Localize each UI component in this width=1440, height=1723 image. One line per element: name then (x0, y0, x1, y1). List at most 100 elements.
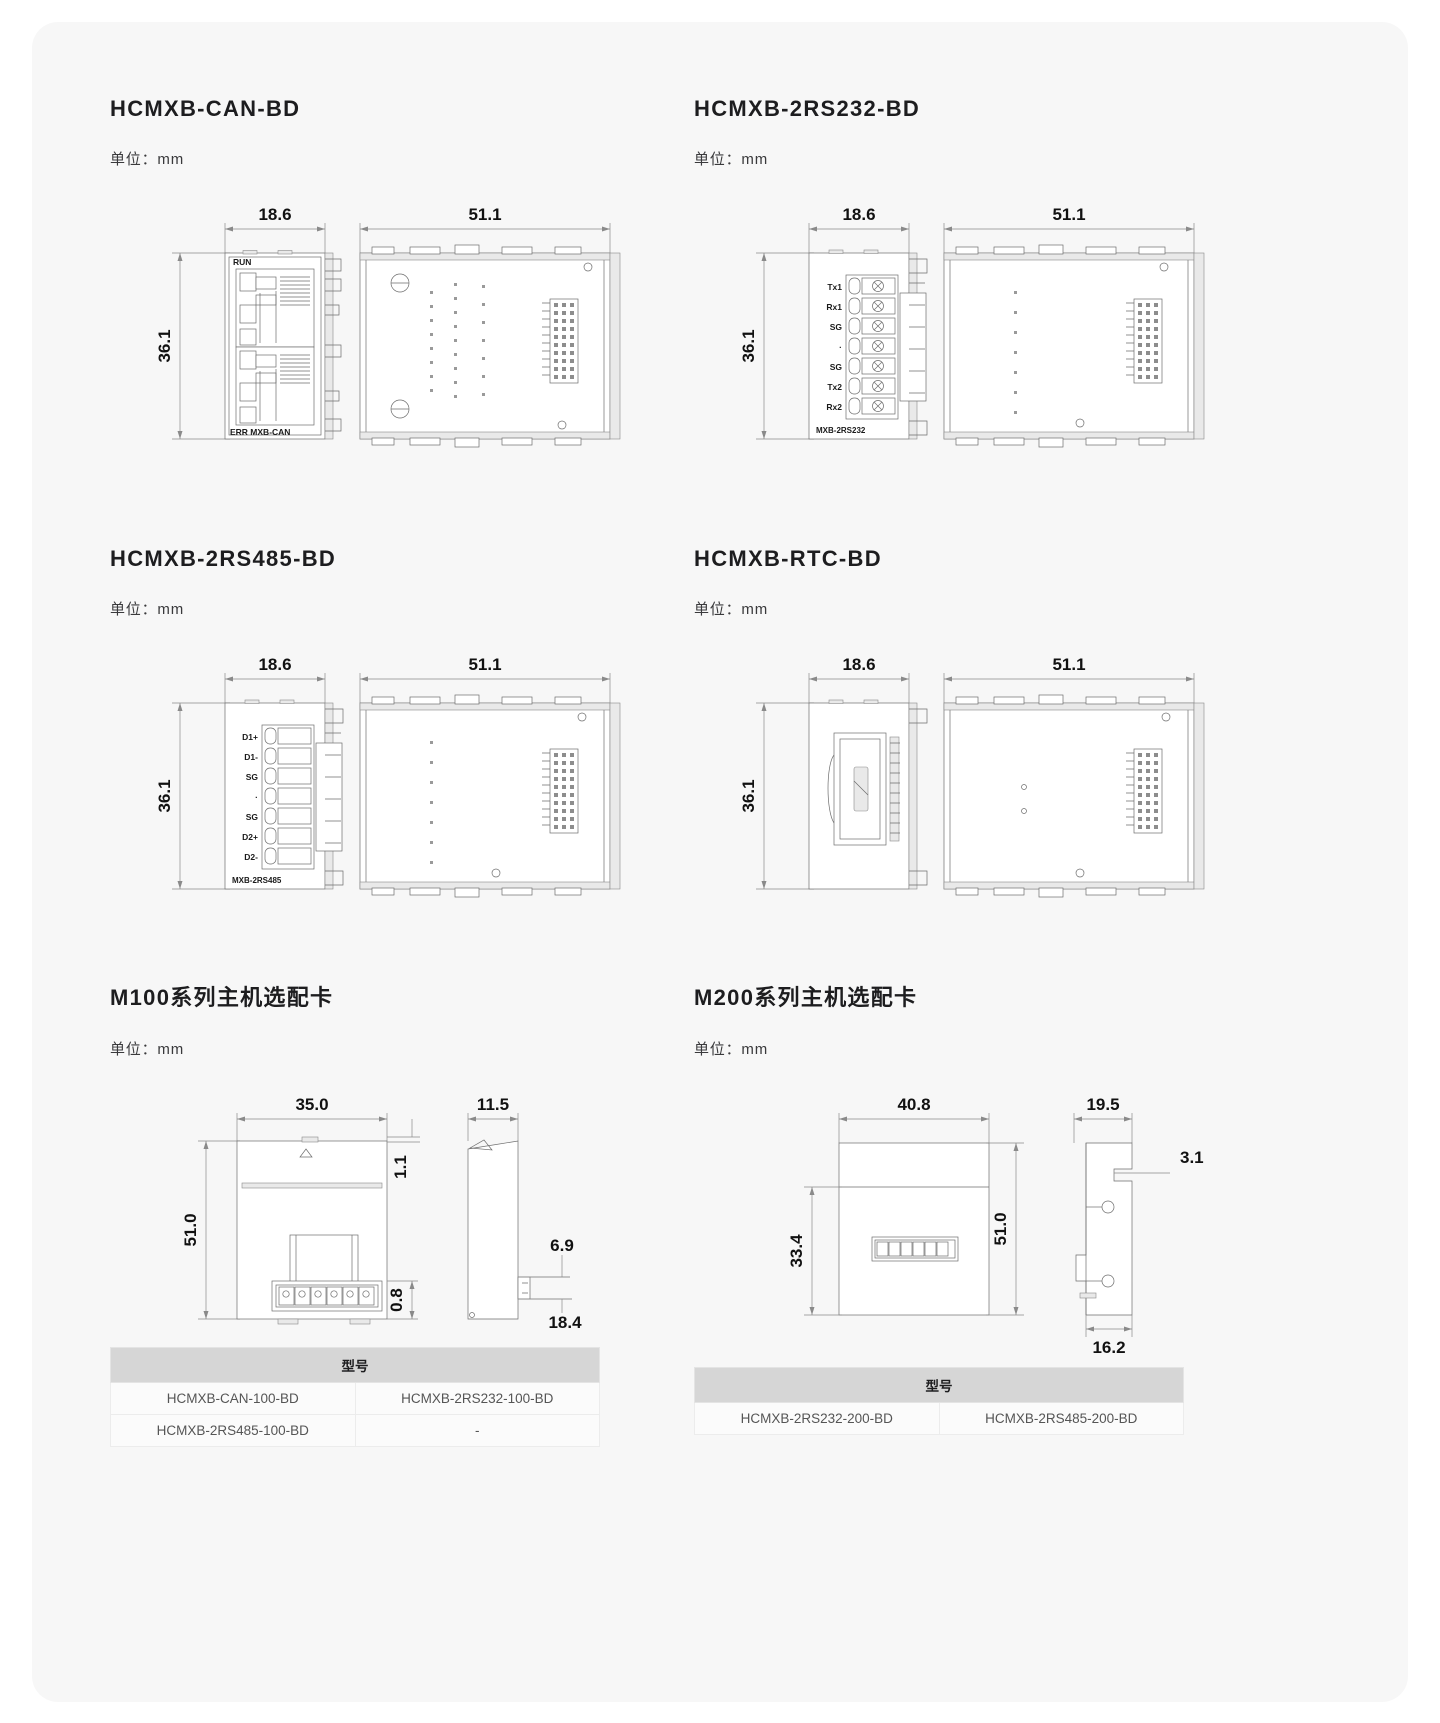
unit-label: 单位：mm (110, 151, 184, 168)
unit-label: 单位：mm (110, 1041, 184, 1058)
unit-label: 单位：mm (694, 601, 768, 618)
dim-front-width: 40.8 (838, 1095, 990, 1143)
dim-side-step: 3.1 (1114, 1148, 1204, 1174)
dimension-drawing-m200: 40.8 33.4 (694, 1085, 1214, 1357)
dim-height: 36.1 (155, 252, 230, 440)
dim-inner-height: 33.4 (787, 1186, 842, 1316)
section-can-bd: HCMXB-CAN-BD 单位：mm 18.6 (110, 96, 630, 448)
dimension-drawing-m100: 35.0 51.0 (110, 1085, 630, 1335)
model-table-m100: 型号 HCMXB-CAN-100-BD HCMXB-2RS232-100-BD … (110, 1347, 600, 1447)
model-table-m100-wrap: 型号 HCMXB-CAN-100-BD HCMXB-2RS232-100-BD … (110, 1347, 600, 1447)
dim-width: 18.6 (808, 205, 910, 253)
unit-label: 单位：mm (110, 601, 184, 618)
dim-depth-value: 51.1 (468, 655, 501, 674)
table-row: HCMXB-CAN-100-BD HCMXB-2RS232-100-BD (110, 1382, 600, 1415)
dim-front-width-value: 35.0 (295, 1095, 328, 1114)
terminal-label: D2+ (242, 832, 258, 842)
dimension-drawing-can: 18.6 36.1 (110, 195, 630, 448)
dim-height-value: 36.1 (739, 779, 758, 812)
dim-height: 36.1 (739, 252, 814, 440)
section-grid: HCMXB-CAN-BD 单位：mm 18.6 (32, 22, 1408, 1702)
table-cell: HCMXB-CAN-100-BD (110, 1382, 356, 1415)
dim-depth: 51.1 (359, 205, 611, 253)
table-row: HCMXB-2RS485-100-BD - (110, 1414, 600, 1447)
table-cell: HCMXB-2RS232-200-BD (694, 1402, 940, 1435)
dim-terminal-height-value: 0.8 (387, 1288, 406, 1312)
dim-side-step-value: 3.1 (1180, 1148, 1204, 1167)
dim-terminal-height: 0.8 (387, 1280, 418, 1320)
terminal-label: D2- (244, 852, 258, 862)
dim-width: 18.6 (808, 655, 910, 703)
table-row: HCMXB-2RS232-200-BD HCMXB-2RS485-200-BD (694, 1402, 1184, 1435)
label-run: RUN (233, 257, 251, 267)
dim-height-value: 36.1 (739, 329, 758, 362)
terminal-label: SG (830, 362, 843, 372)
dim-front-height-value: 51.0 (991, 1212, 1010, 1245)
dim-depth-value: 51.1 (1052, 205, 1085, 224)
section-rs485-bd: HCMXB-2RS485-BD 单位：mm 18.6 (110, 546, 630, 898)
terminal-label: D1+ (242, 732, 258, 742)
model-table-m200: 型号 HCMXB-2RS232-200-BD HCMXB-2RS485-200-… (694, 1367, 1184, 1435)
section-title: HCMXB-2RS232-BD (694, 96, 921, 121)
dim-depth-value: 51.1 (468, 205, 501, 224)
table-cell: HCMXB-2RS232-100-BD (354, 1382, 600, 1415)
dimension-drawing-rs232: 18.6 36.1 (694, 195, 1214, 448)
dimension-drawing-rs485: 18.6 36.1 (110, 645, 630, 898)
dim-side-notch-value: 6.9 (550, 1236, 574, 1255)
dim-side-offset: 18.4 (518, 1298, 582, 1332)
dim-width-value: 18.6 (258, 205, 291, 224)
dim-front-width-value: 40.8 (897, 1095, 930, 1114)
dim-front-height-value: 51.0 (181, 1213, 200, 1246)
table-header: 型号 (110, 1347, 600, 1383)
dim-width-value: 18.6 (842, 205, 875, 224)
model-table-m200-wrap: 型号 HCMXB-2RS232-200-BD HCMXB-2RS485-200-… (694, 1367, 1184, 1435)
dim-depth: 51.1 (943, 205, 1195, 253)
table-cell: HCMXB-2RS485-100-BD (110, 1414, 356, 1447)
dim-front-width: 35.0 (236, 1095, 388, 1141)
dim-width: 18.6 (224, 655, 326, 703)
dim-width-value: 18.6 (258, 655, 291, 674)
dim-side-width: 19.5 (1073, 1095, 1133, 1143)
section-rtc-bd: HCMXB-RTC-BD 单位：mm 18.6 (694, 546, 1214, 898)
section-title: HCMXB-2RS485-BD (110, 546, 337, 571)
section-m100: M100系列主机选配卡 单位：mm 35.0 (110, 980, 630, 1447)
terminal-label: Tx2 (827, 382, 842, 392)
section-title: HCMXB-CAN-BD (110, 96, 301, 121)
model-mark: MXB-2RS232 (816, 426, 866, 435)
dim-width: 18.6 (224, 205, 326, 253)
model-mark: MXB-2RS485 (232, 876, 282, 885)
drawing-sheet: HCMXB-CAN-BD 单位：mm 18.6 (32, 22, 1408, 1702)
terminal-label: SG (246, 772, 259, 782)
section-m200: M200系列主机选配卡 单位：mm 40.8 (694, 980, 1214, 1435)
dim-tab-height-value: 1.1 (391, 1155, 410, 1179)
section-rs232-bd: HCMXB-2RS232-BD 单位：mm 18.6 (694, 96, 1214, 448)
dim-tab-height: 1.1 (387, 1119, 420, 1179)
dim-side-base: 16.2 (1085, 1315, 1133, 1357)
dim-side-width-value: 19.5 (1086, 1095, 1119, 1114)
dim-depth: 51.1 (943, 655, 1195, 703)
dim-height-value: 36.1 (155, 779, 174, 812)
terminal-label: Rx2 (826, 402, 842, 412)
label-err: ERR MXB-CAN (230, 427, 290, 437)
section-title: HCMXB-RTC-BD (694, 546, 882, 571)
dim-depth: 51.1 (359, 655, 611, 703)
dim-width-value: 18.6 (842, 655, 875, 674)
dim-inner-height-value: 33.4 (787, 1234, 806, 1268)
dimension-drawing-rtc: 18.6 36.1 (694, 645, 1214, 898)
terminal-label: · (255, 792, 258, 802)
section-title: M200系列主机选配卡 (694, 985, 918, 1010)
dim-side-offset-value: 18.4 (548, 1313, 582, 1332)
terminal-label: Tx1 (827, 282, 842, 292)
terminal-label: SG (246, 812, 259, 822)
terminal-rows: Tx1 Rx1 (826, 277, 896, 415)
dim-height: 36.1 (155, 702, 230, 890)
unit-label: 单位：mm (694, 1041, 768, 1058)
unit-label: 单位：mm (694, 151, 768, 168)
dim-side-width-value: 11.5 (477, 1095, 509, 1114)
dim-height-value: 36.1 (155, 329, 174, 362)
table-header: 型号 (694, 1367, 1184, 1403)
section-title: M100系列主机选配卡 (110, 985, 334, 1010)
dim-front-height: 51.0 (986, 1142, 1024, 1316)
terminal-label: D1- (244, 752, 258, 762)
terminal-label: · (839, 342, 842, 352)
